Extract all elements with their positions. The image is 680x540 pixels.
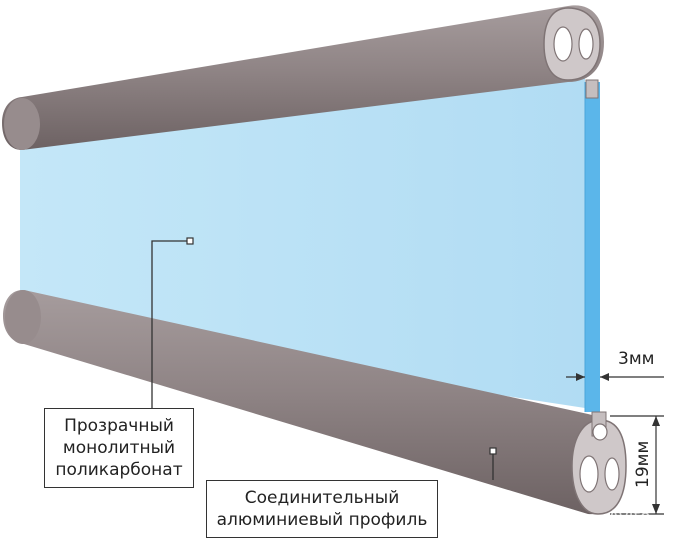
bottom-profile	[3, 289, 622, 515]
bottom-profile-end	[5, 290, 41, 344]
top-profile-section	[543, 7, 601, 99]
aluminum-profile-callout: Соединительный алюминиевый профиль	[206, 480, 438, 538]
polycarbonate-edge	[585, 82, 600, 412]
height-label: 19мм	[633, 441, 653, 488]
leader-polycarbonate	[151, 237, 194, 408]
top-profile	[2, 5, 604, 151]
watermark-text: Avito	[608, 507, 650, 527]
leader-profile	[489, 447, 497, 480]
polycarbonate-label-line-3: поликарбонат	[55, 460, 183, 480]
profile-label-line-2: алюминиевый профиль	[216, 510, 428, 530]
thickness-label: 3мм	[618, 349, 654, 369]
dimension-thickness: 3мм	[566, 349, 664, 381]
profile-label-line-1: Соединительный	[244, 488, 400, 508]
bottom-profile-section	[571, 411, 627, 515]
polycarbonate-label-line-1: Прозрачный	[64, 416, 174, 436]
polycarbonate-callout: Прозрачный монолитный поликарбонат	[44, 408, 194, 488]
polycarbonate-label-line-2: монолитный	[62, 438, 176, 458]
dimension-height: 19мм	[610, 415, 664, 515]
top-profile-end	[4, 98, 40, 150]
